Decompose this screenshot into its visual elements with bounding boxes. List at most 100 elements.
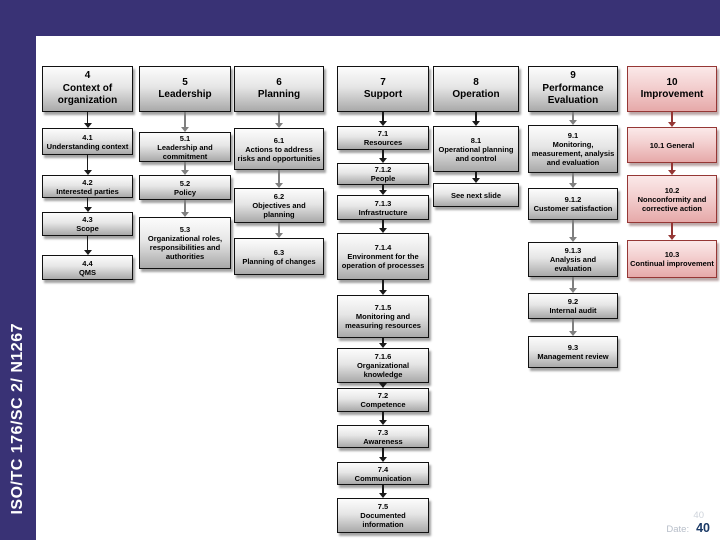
clause-label: Competence (360, 400, 406, 409)
flow-connector-line (381, 338, 385, 344)
arrow-down-icon (472, 178, 480, 183)
clause-label: 10.1 General (649, 140, 695, 150)
date-row: Date: 40 (666, 521, 710, 535)
flow-connector-line (670, 163, 674, 171)
clause-number: 9.1.2 (564, 195, 582, 204)
clause-label: Operation (452, 89, 500, 100)
clause-number: 7.5 (377, 502, 389, 511)
clause-number: 4.4 (82, 258, 93, 268)
clause-number: 9.1 (567, 131, 579, 140)
clause-number: 10.3 (664, 250, 680, 259)
clause-number: 7.1.6 (374, 352, 392, 361)
clause-label: Actions to address risks and opportuniti… (237, 144, 321, 163)
arrow-down-icon (569, 331, 577, 336)
flow-connector-line (572, 319, 574, 332)
clause-number: 7.4 (377, 464, 389, 474)
clause-number: 4.3 (82, 215, 93, 224)
arrow-down-icon (379, 290, 387, 295)
clause-number: 6.3 (273, 247, 285, 257)
flow-connector-line (475, 172, 477, 179)
clause-label: Support (363, 89, 403, 100)
clause-number: 7.1.5 (374, 303, 392, 312)
flow-connector-line (381, 112, 385, 122)
clause-label: Scope (76, 224, 99, 233)
flow-connector-line (572, 277, 574, 289)
clause-number: 7.1.2 (374, 165, 392, 174)
arrow-down-icon (569, 183, 577, 188)
clause-label: Continual improvement (630, 259, 714, 268)
clause-number: 7 (380, 76, 386, 88)
arrow-down-icon (275, 233, 283, 238)
flow-connector-line (670, 112, 674, 123)
flow-connector-line (86, 155, 89, 171)
clause-box-see-next-slide: See next slide (433, 183, 519, 207)
clause-label: Analysis and evaluation (549, 255, 597, 273)
clause-label: Planning (257, 89, 301, 100)
clause-label: Objectives and planning (252, 201, 306, 219)
slide-canvas (36, 36, 720, 540)
clause-label: Improvement (640, 89, 704, 100)
clause-number: 10.2 (664, 185, 680, 195)
arrow-down-icon (379, 383, 387, 388)
date-label: Date: (666, 524, 690, 535)
flow-connector-line (381, 280, 385, 291)
clause-label: QMS (78, 267, 97, 277)
arrow-down-icon (181, 212, 189, 217)
clause-label: Internal audit (549, 306, 597, 315)
arrow-down-icon (181, 170, 189, 175)
clause-number: 5.2 (179, 178, 191, 188)
clause-number: 7.2 (377, 391, 389, 400)
arrow-down-icon (379, 190, 387, 195)
flow-connector-line (381, 150, 385, 159)
arrow-down-icon (379, 228, 387, 233)
flow-connector-line (381, 448, 385, 458)
arrow-down-icon (83, 123, 92, 128)
arrow-down-icon (569, 288, 577, 293)
clause-label: People (370, 174, 396, 183)
clause-label: Nonconformity and corrective action (637, 194, 707, 213)
clause-label: Planning of changes (242, 256, 316, 266)
arrow-down-icon (181, 127, 189, 132)
clause-label: Organizational roles, responsibilities a… (147, 234, 223, 261)
flow-connector-line (381, 412, 385, 421)
clause-number: 7.1 (377, 129, 389, 138)
arrow-down-icon (379, 457, 387, 462)
flow-connector-line (184, 162, 186, 171)
flow-connector-line (572, 112, 574, 121)
clause-label: Environment for the operation of process… (341, 252, 425, 270)
clause-label: Awareness (363, 436, 403, 446)
arrow-down-icon (379, 343, 387, 348)
clause-label: Leadership (158, 89, 212, 100)
clause-number: 4.2 (82, 177, 93, 187)
clause-number: 6.2 (273, 192, 285, 201)
clause-number: 7.1.4 (374, 243, 392, 252)
clause-number: 5.3 (179, 225, 191, 234)
flow-connector-line (381, 485, 385, 494)
clause-label: Infrastructure (358, 207, 408, 217)
clause-label: Management review (537, 352, 609, 361)
